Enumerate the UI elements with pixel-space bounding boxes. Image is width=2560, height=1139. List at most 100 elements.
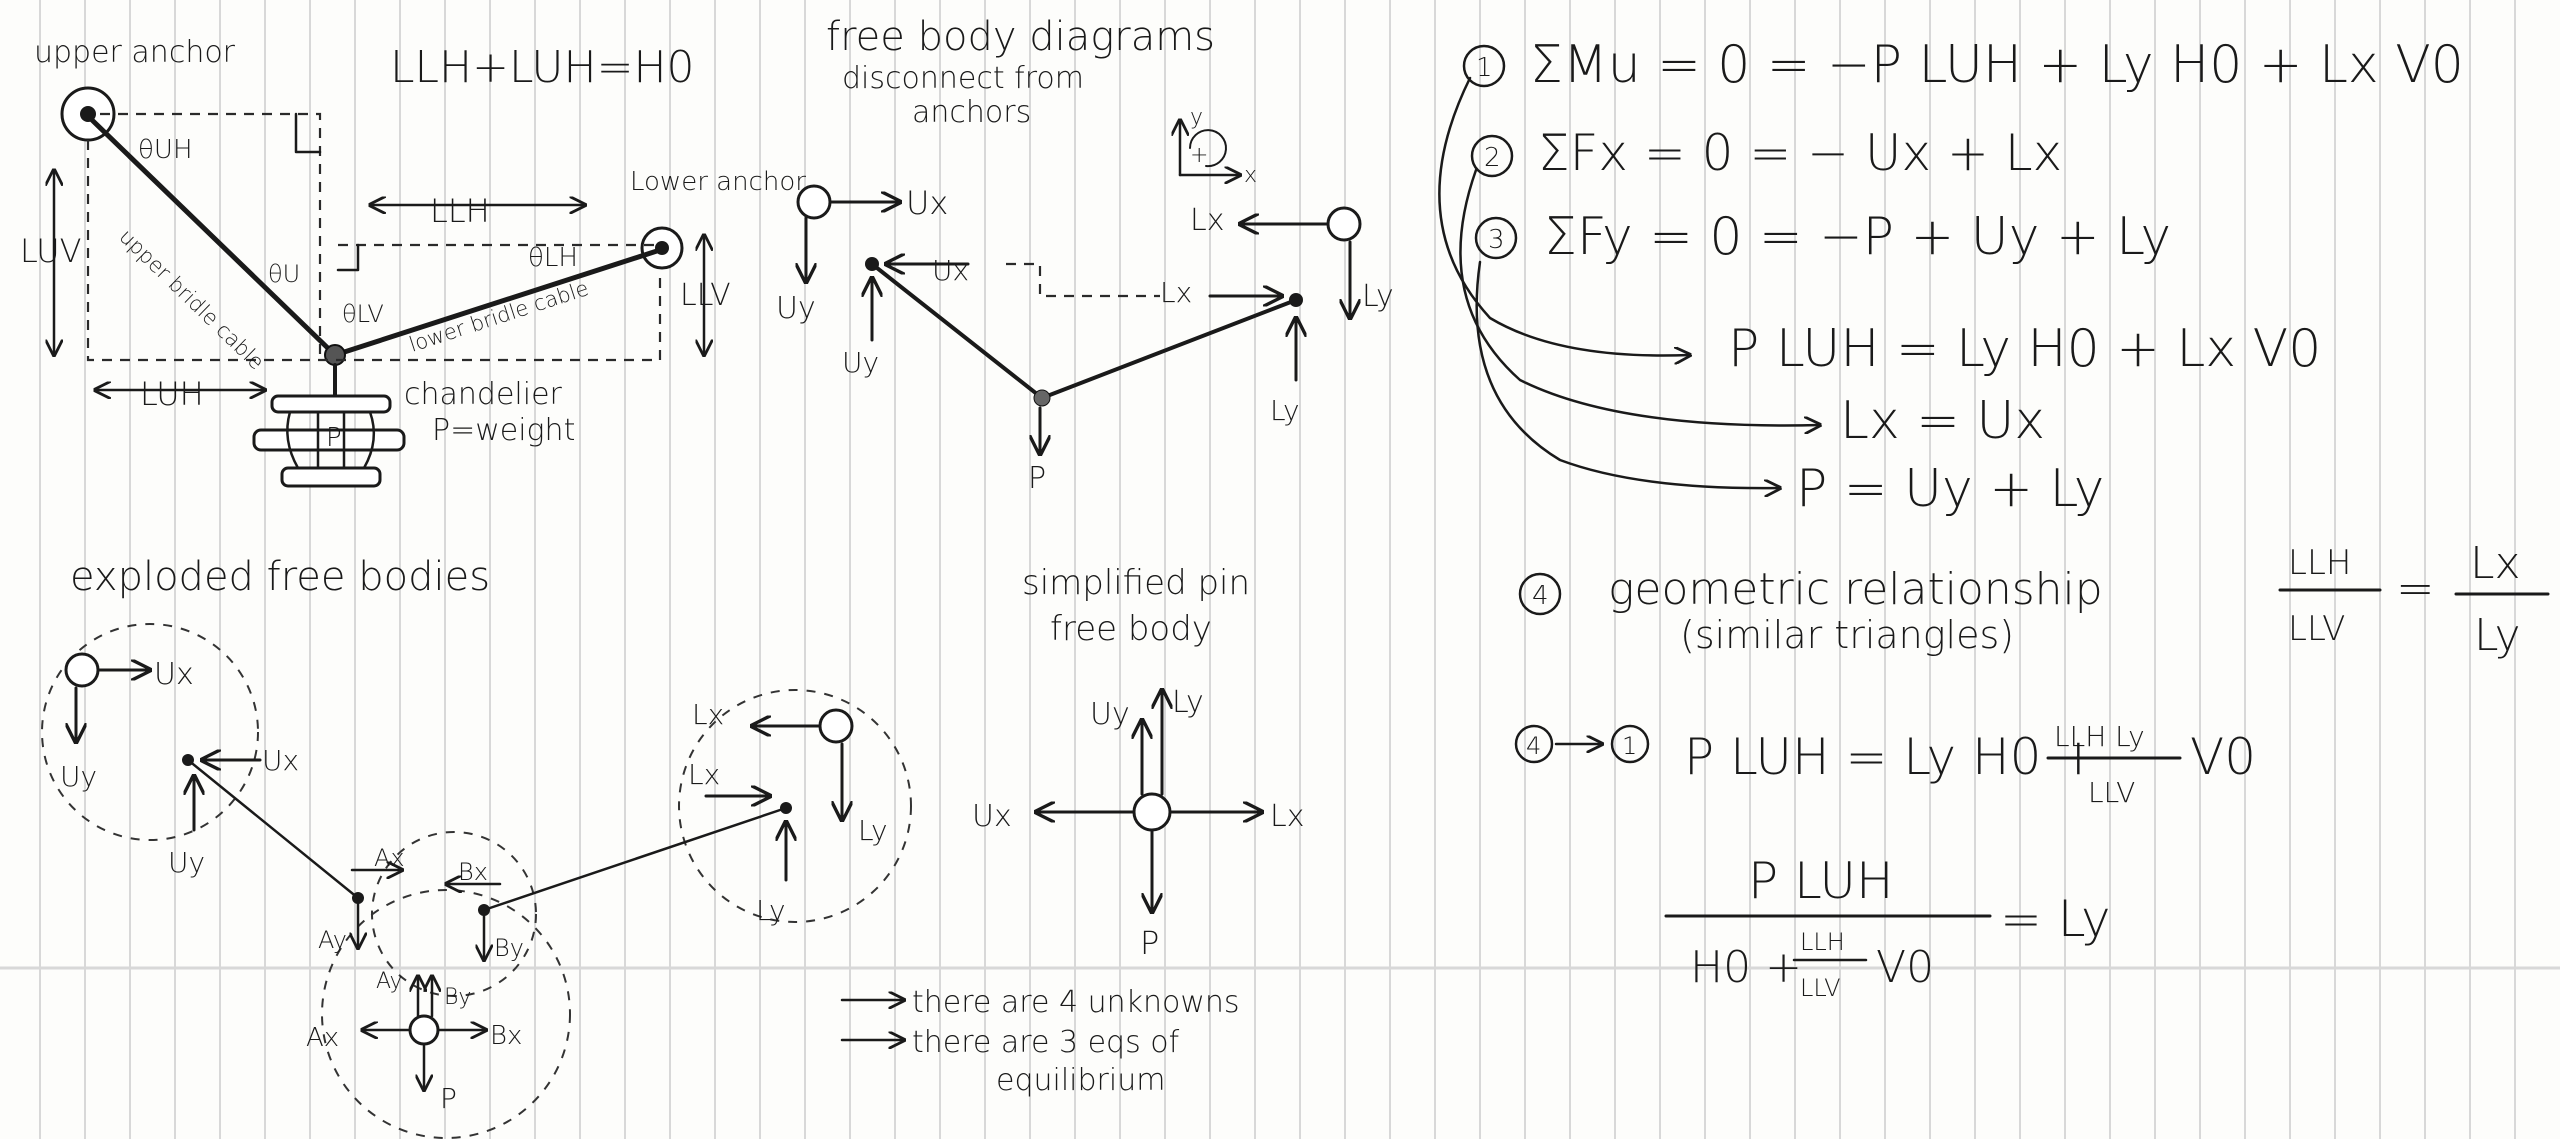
luv-label: LUV bbox=[20, 232, 82, 270]
geometric-relationship: geometric relationship bbox=[1608, 564, 2103, 615]
pin-node bbox=[1132, 792, 1172, 832]
right-angle-mark bbox=[336, 243, 360, 272]
exploded-lower-end bbox=[780, 802, 792, 814]
final-denominator-a: H0 + bbox=[1690, 942, 1802, 993]
upper-horizontal-guide bbox=[100, 112, 322, 360]
upper-anchor-label: upper anchor bbox=[34, 35, 236, 70]
pin-ux-label: Ux bbox=[972, 799, 1012, 834]
by-label: By bbox=[494, 934, 524, 962]
final-denominator-frac-den: LLV bbox=[1800, 974, 1841, 1002]
axis-y-label: y bbox=[1190, 105, 1203, 130]
lower-cable-label: lower bridle cable bbox=[406, 276, 591, 357]
lower-bridle-cable bbox=[332, 247, 663, 358]
ratio-left-denominator: LLV bbox=[2288, 609, 2345, 649]
chandelier-label: chandelier bbox=[404, 377, 563, 412]
ratio-right-denominator: Ly bbox=[2474, 610, 2521, 661]
lx-reaction-label: Lx bbox=[1160, 276, 1192, 309]
exploded-title: exploded free bodies bbox=[70, 554, 490, 600]
fbd-upper-cable bbox=[870, 262, 1044, 400]
exploded-upper-cable bbox=[186, 758, 360, 900]
sub-from: 4 bbox=[1526, 732, 1541, 760]
substitution-fraction-denominator: LLV bbox=[2088, 776, 2135, 809]
exploded-lower-anchor bbox=[818, 708, 854, 744]
chandelier-pin bbox=[324, 344, 346, 366]
result-2: Lx = Ux bbox=[1840, 391, 2045, 451]
bx-label: Bx bbox=[458, 858, 488, 886]
exploded-ly-label: Ly bbox=[858, 814, 888, 847]
eq4-number-circle bbox=[1518, 572, 1562, 616]
exploded-upper-anchor bbox=[64, 652, 100, 688]
ux-label: Ux bbox=[906, 184, 948, 222]
right-angle-mark bbox=[294, 112, 322, 154]
eq3: ΣFy = 0 = −P + Uy + Ly bbox=[1544, 207, 2171, 267]
pin-ax-label: Ax bbox=[306, 1023, 339, 1053]
substitution-tail: V0 bbox=[2190, 728, 2256, 786]
note-line-2: there are 3 eqs of bbox=[912, 1025, 1180, 1060]
uy-label: Uy bbox=[776, 291, 816, 326]
sub-to-circle bbox=[1610, 724, 1650, 764]
exploded-ux-label: Ux bbox=[154, 657, 194, 692]
exploded-cable-end-a bbox=[352, 892, 364, 904]
luh-label: LUH bbox=[140, 375, 204, 413]
eq2: ΣFx = 0 = − Ux + Lx bbox=[1538, 124, 2062, 182]
sub-to: 1 bbox=[1622, 732, 1637, 760]
fbd-upper-end bbox=[865, 257, 879, 271]
ratio-left-numerator: LLH bbox=[2288, 543, 2351, 583]
chandelier-drawing bbox=[252, 363, 406, 488]
eq4-number: 4 bbox=[1532, 581, 1549, 611]
pin-uy-label: Uy bbox=[1090, 697, 1130, 732]
eq1: ΣMu = 0 = −P LUH + Ly H0 + Lx V0 bbox=[1530, 35, 2464, 95]
free-body-diagrams: free body diagrams disconnect from ancho… bbox=[776, 14, 1394, 496]
note-line-3: equilibrium bbox=[996, 1063, 1165, 1098]
lower-anchor-node bbox=[1326, 206, 1362, 242]
axis-icon bbox=[1180, 120, 1240, 175]
pin-lx-label: Lx bbox=[1270, 799, 1304, 834]
pin-by-label: By bbox=[444, 985, 471, 1010]
ay-label: Ay bbox=[318, 926, 347, 954]
lower-anchor-label: Lower anchor bbox=[630, 167, 806, 197]
theta-u-label: θU bbox=[268, 260, 300, 288]
theta-lv-label: θLV bbox=[342, 300, 384, 328]
curved-arrow-3 bbox=[1475, 260, 1780, 488]
base-guide bbox=[86, 140, 662, 362]
fbd-guide bbox=[1006, 262, 1160, 298]
eq2-number-circle bbox=[1470, 134, 1514, 178]
exploded-uy-label: Uy bbox=[60, 760, 97, 793]
pin-p-label: P bbox=[440, 1082, 457, 1115]
llh-label: LLH bbox=[430, 192, 490, 230]
weight-label: P=weight bbox=[432, 413, 575, 448]
eq1-number-circle bbox=[1462, 44, 1506, 88]
theta-uh-label: θUH bbox=[138, 135, 193, 165]
result-3: P = Uy + Ly bbox=[1796, 459, 2104, 519]
curved-arrow-2 bbox=[1459, 168, 1820, 425]
exploded-lower-cable bbox=[482, 806, 788, 912]
similar-triangles: (similar triangles) bbox=[1680, 613, 2014, 657]
eq3-number: 3 bbox=[1488, 225, 1505, 255]
lx-label: Lx bbox=[1190, 203, 1224, 238]
substitution-lhs: P LUH = Ly H0 + bbox=[1684, 728, 2099, 786]
fbd-title-line-1: free body diagrams bbox=[826, 14, 1215, 60]
exploded-uy-reaction-label: Uy bbox=[168, 846, 205, 879]
axis-plus-label: + bbox=[1190, 143, 1208, 168]
notes: there are 4 unknowns there are 3 eqs of … bbox=[840, 985, 1240, 1098]
height-sum-equation: LLH+LUH=H0 bbox=[390, 42, 695, 93]
ratio-right-numerator: Lx bbox=[2470, 538, 2521, 589]
uy-reaction-label: Uy bbox=[842, 346, 879, 379]
upper-cable-label: upper bridle cable bbox=[115, 224, 269, 374]
exploded-lx-reaction-label: Lx bbox=[688, 758, 720, 791]
fbd-title-line-2: disconnect from bbox=[842, 61, 1084, 96]
eq3-number-circle bbox=[1474, 216, 1518, 260]
fbd-lower-cable bbox=[1040, 298, 1298, 400]
upper-anchor-node bbox=[796, 184, 832, 220]
ly-reaction-label: Ly bbox=[1270, 394, 1300, 427]
eq1-number: 1 bbox=[1476, 53, 1493, 83]
fbd-pin bbox=[1033, 389, 1051, 407]
note-line-1: there are 4 unknowns bbox=[912, 985, 1240, 1020]
axis-x-label: x bbox=[1244, 163, 1257, 188]
pin-title-line-1: simplified pin bbox=[1022, 563, 1250, 603]
exploded-ux-reaction-label: Ux bbox=[262, 744, 299, 777]
pin-p-load-label: P bbox=[1140, 924, 1159, 962]
exploded-lx-label: Lx bbox=[692, 698, 724, 731]
